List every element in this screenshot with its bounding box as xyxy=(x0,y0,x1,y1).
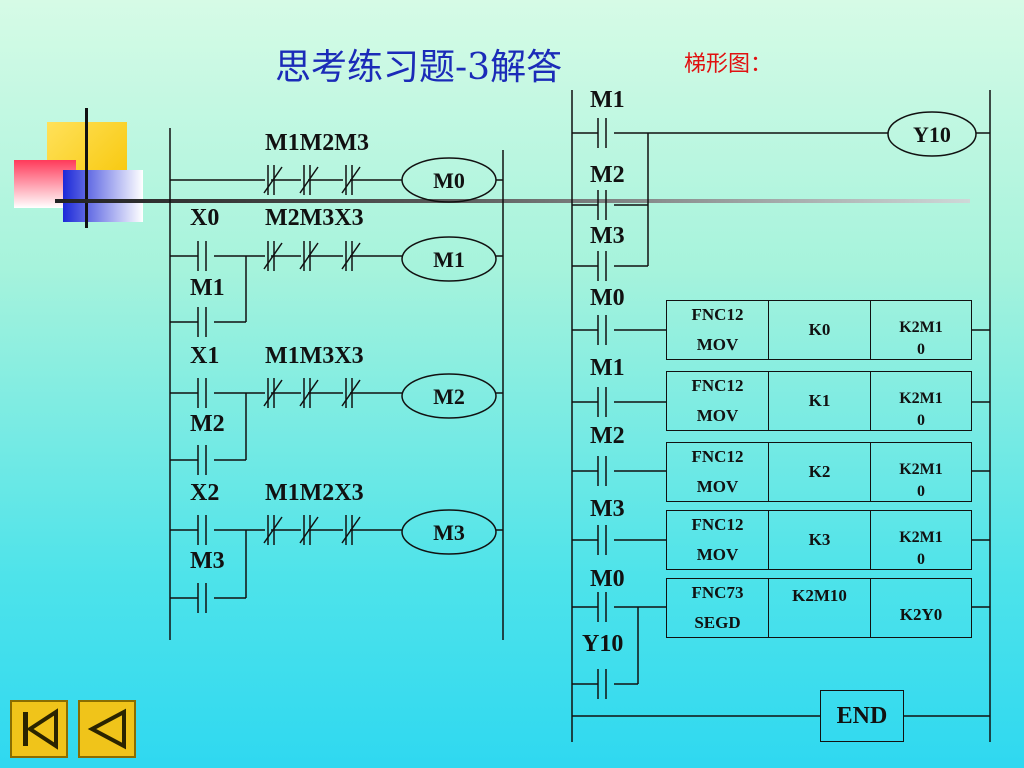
fnc-code: FNC12 xyxy=(691,515,744,534)
header-rule xyxy=(55,199,970,203)
fnc-op: MOV xyxy=(696,335,739,354)
right-contact-m1-label: M1 xyxy=(590,87,625,113)
instruction-src: K1 xyxy=(808,391,831,410)
fnc-op: MOV xyxy=(696,406,739,425)
cell-divider xyxy=(870,301,871,359)
ladder-subtitle: 梯形图： xyxy=(684,52,773,77)
rung3-parallel-label: M2 xyxy=(190,411,225,437)
fnc-op: SEGD xyxy=(694,613,741,632)
rung2-parallel-label: M1 xyxy=(190,275,225,301)
first-slide-button[interactable] xyxy=(10,700,68,758)
instruction-dst: K2Y0 xyxy=(899,605,943,624)
right-contact-y10-label: Y10 xyxy=(582,631,624,657)
logo-vline xyxy=(85,108,88,228)
fnc-op: MOV xyxy=(696,545,739,564)
coil-m2-label: M2 xyxy=(433,384,465,409)
previous-slide-button[interactable] xyxy=(78,700,136,758)
right-contact-m3b-label: M3 xyxy=(590,496,625,522)
right-contact-m2-label: M2 xyxy=(590,162,625,188)
fnc-code: FNC12 xyxy=(691,447,744,466)
instruction-src: K2M10 xyxy=(792,586,847,605)
instruction-dst: K2M1 0 xyxy=(899,390,943,429)
instruction-dst: K2M1 0 xyxy=(899,461,943,500)
cell-divider xyxy=(870,579,871,637)
cell-divider xyxy=(768,579,769,637)
instruction-dst: K2M1 0 xyxy=(899,529,943,568)
rung1-series-label: M1M2M3 xyxy=(265,130,369,156)
coil-m0-label: M0 xyxy=(433,168,465,193)
fnc-code: FNC12 xyxy=(691,305,744,324)
rung3-series-label: M1M3X3 xyxy=(265,343,364,369)
cell-divider xyxy=(768,301,769,359)
end-box: END xyxy=(820,690,904,742)
coil-m1-label: M1 xyxy=(433,247,465,272)
fnc-op: MOV xyxy=(696,477,739,496)
rung2-contact-label: X0 xyxy=(190,205,220,231)
right-contact-m3-label: M3 xyxy=(590,223,625,249)
rung4-series-label: M1M2X3 xyxy=(265,480,364,506)
rung4-parallel-label: M3 xyxy=(190,548,225,574)
instruction-src: K2 xyxy=(808,462,831,481)
rung4-contact-label: X2 xyxy=(190,480,220,506)
instruction-src: K3 xyxy=(808,530,831,549)
cell-divider xyxy=(870,511,871,569)
skip-first-icon xyxy=(23,708,58,750)
coil-y10-label: Y10 xyxy=(913,122,951,147)
page-title: 思考练习题-3解答 xyxy=(275,47,563,88)
cell-divider xyxy=(870,372,871,430)
end-label: END xyxy=(836,702,888,729)
logo-blue-square xyxy=(63,170,143,222)
right-contact-m0b-label: M0 xyxy=(590,566,625,592)
coil-m3-label: M3 xyxy=(433,520,465,545)
prev-icon xyxy=(87,708,126,750)
right-contact-m2b-label: M2 xyxy=(590,423,625,449)
cell-divider xyxy=(870,443,871,501)
cell-divider xyxy=(768,511,769,569)
cell-divider xyxy=(768,443,769,501)
instruction-src: K0 xyxy=(808,320,831,339)
instruction-dst: K2M1 0 xyxy=(899,319,943,358)
right-contact-m0-label: M0 xyxy=(590,285,625,311)
rung3-contact-label: X1 xyxy=(190,343,220,369)
right-contact-m1b-label: M1 xyxy=(590,355,625,381)
fnc-code: FNC73 xyxy=(691,583,744,602)
cell-divider xyxy=(768,372,769,430)
rung2-series-label: M2M3X3 xyxy=(265,205,364,231)
fnc-code: FNC12 xyxy=(691,376,744,395)
